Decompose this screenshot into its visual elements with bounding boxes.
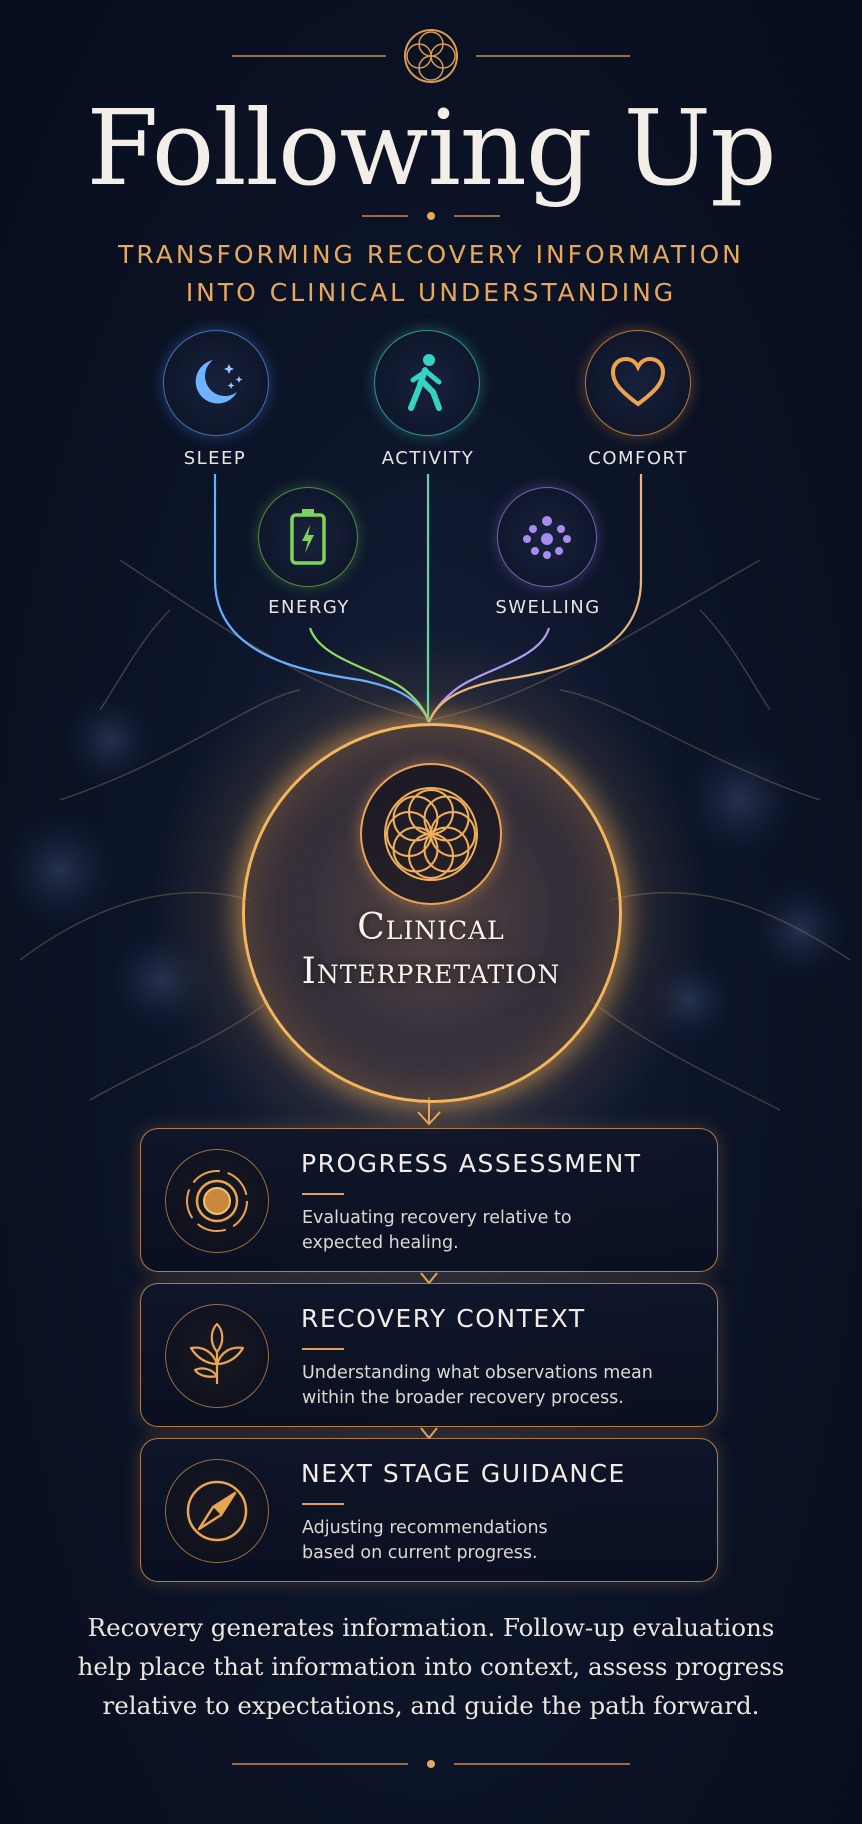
heart-icon xyxy=(610,356,666,407)
footer-line-3: relative to expectations, and guide the … xyxy=(102,1691,760,1720)
card-description: Understanding what observations mean wit… xyxy=(302,1361,682,1411)
energy-label: ENERGY xyxy=(268,597,350,618)
card-description: Adjusting recommendations based on curre… xyxy=(302,1516,682,1566)
card-title-rule xyxy=(302,1348,344,1350)
card-description: Evaluating recovery relative to expected… xyxy=(302,1206,682,1256)
compass-icon xyxy=(186,1480,248,1542)
energy-metric xyxy=(258,487,358,587)
subtitle: TRANSFORMING RECOVERY INFORMATION INTO C… xyxy=(0,236,862,312)
activity-label: ACTIVITY xyxy=(381,448,475,469)
card-desc-line-1: Adjusting recommendations xyxy=(302,1518,548,1538)
card-title: RECOVERY CONTEXT xyxy=(301,1304,586,1333)
swelling-label: SWELLING xyxy=(495,597,601,618)
card-title: NEXT STAGE GUIDANCE xyxy=(301,1459,626,1488)
battery-icon xyxy=(290,509,326,565)
card-title-rule xyxy=(302,1503,344,1505)
card-icon-frame xyxy=(165,1304,269,1408)
walking-person-icon xyxy=(408,354,442,411)
sleep-label: SLEEP xyxy=(183,448,247,469)
hub-title: Clinical Interpretation xyxy=(0,906,862,994)
moon-stars-icon xyxy=(195,360,243,404)
title-divider-ornament xyxy=(362,212,500,220)
comfort-label: COMFORT xyxy=(588,448,688,469)
card-desc-line-2: based on current progress. xyxy=(302,1543,538,1563)
page-title: Following Up xyxy=(86,87,776,209)
subtitle-line-1: TRANSFORMING RECOVERY INFORMATION xyxy=(118,240,744,269)
card-desc-line-1: Understanding what observations mean xyxy=(302,1363,653,1383)
card-icon-frame xyxy=(165,1149,269,1253)
footer-line-1: Recovery generates information. Follow-u… xyxy=(87,1613,775,1642)
recovery-context-card: RECOVERY CONTEXT Understanding what obse… xyxy=(140,1283,718,1427)
activity-metric xyxy=(374,330,480,436)
card-title: PROGRESS ASSESSMENT xyxy=(301,1149,642,1178)
hub-icon-frame xyxy=(360,763,502,905)
card-desc-line-2: expected healing. xyxy=(302,1233,459,1253)
progress-assessment-card: PROGRESS ASSESSMENT Evaluating recovery … xyxy=(140,1128,718,1272)
clinical-interpretation-hub xyxy=(242,723,622,1103)
next-stage-guidance-card: NEXT STAGE GUIDANCE Adjusting recommenda… xyxy=(140,1438,718,1582)
card-icon-frame xyxy=(165,1459,269,1563)
hub-title-line-1: Clinical xyxy=(357,907,505,948)
card-title-rule xyxy=(302,1193,344,1195)
subtitle-line-2: INTO CLINICAL UNDERSTANDING xyxy=(185,278,677,307)
footer-line-2: help place that information into context… xyxy=(77,1652,785,1681)
mandala-icon xyxy=(384,787,478,881)
card-desc-line-2: within the broader recovery process. xyxy=(302,1388,624,1408)
leaves-icon xyxy=(189,1322,245,1384)
comfort-metric xyxy=(585,330,691,436)
target-icon xyxy=(186,1170,248,1232)
top-mandala-ornament xyxy=(232,29,630,83)
bottom-divider-ornament xyxy=(232,1760,630,1768)
dots-cluster-icon xyxy=(523,516,571,559)
hub-title-line-2: Interpretation xyxy=(301,951,561,992)
swelling-metric xyxy=(497,487,597,587)
card-desc-line-1: Evaluating recovery relative to xyxy=(302,1208,572,1228)
footer-summary: Recovery generates information. Follow-u… xyxy=(0,1608,862,1725)
sleep-metric xyxy=(163,330,269,436)
